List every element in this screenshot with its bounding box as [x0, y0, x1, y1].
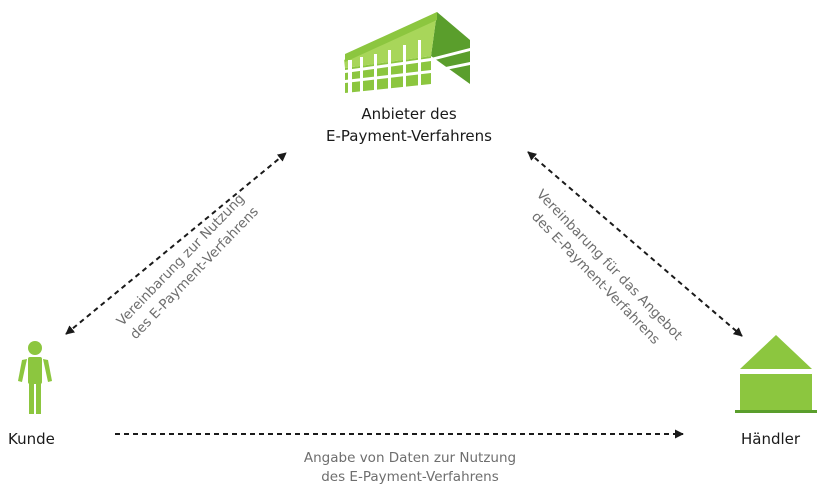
- edge-label-customer-merchant-line2: des E-Payment-Verfahrens: [321, 469, 499, 485]
- provider-label-line1: Anbieter des: [361, 105, 457, 123]
- customer-label: Kunde: [8, 430, 55, 448]
- merchant-label: Händler: [741, 430, 801, 448]
- edge-label-customer-merchant-line1: Angabe von Daten zur Nutzung: [303, 450, 517, 466]
- arrow-customer-provider: [65, 152, 287, 335]
- provider-label: Anbieter des E-Payment-Verfahrens: [309, 103, 509, 147]
- arrow-provider-merchant: [527, 151, 743, 337]
- house-icon: [735, 335, 817, 413]
- edge-label-customer-merchant: Angabe von Daten zur Nutzung des E-Payme…: [304, 449, 516, 487]
- building-icon: [344, 12, 470, 94]
- person-icon: [18, 341, 52, 414]
- provider-label-line2: E-Payment-Verfahrens: [326, 127, 492, 145]
